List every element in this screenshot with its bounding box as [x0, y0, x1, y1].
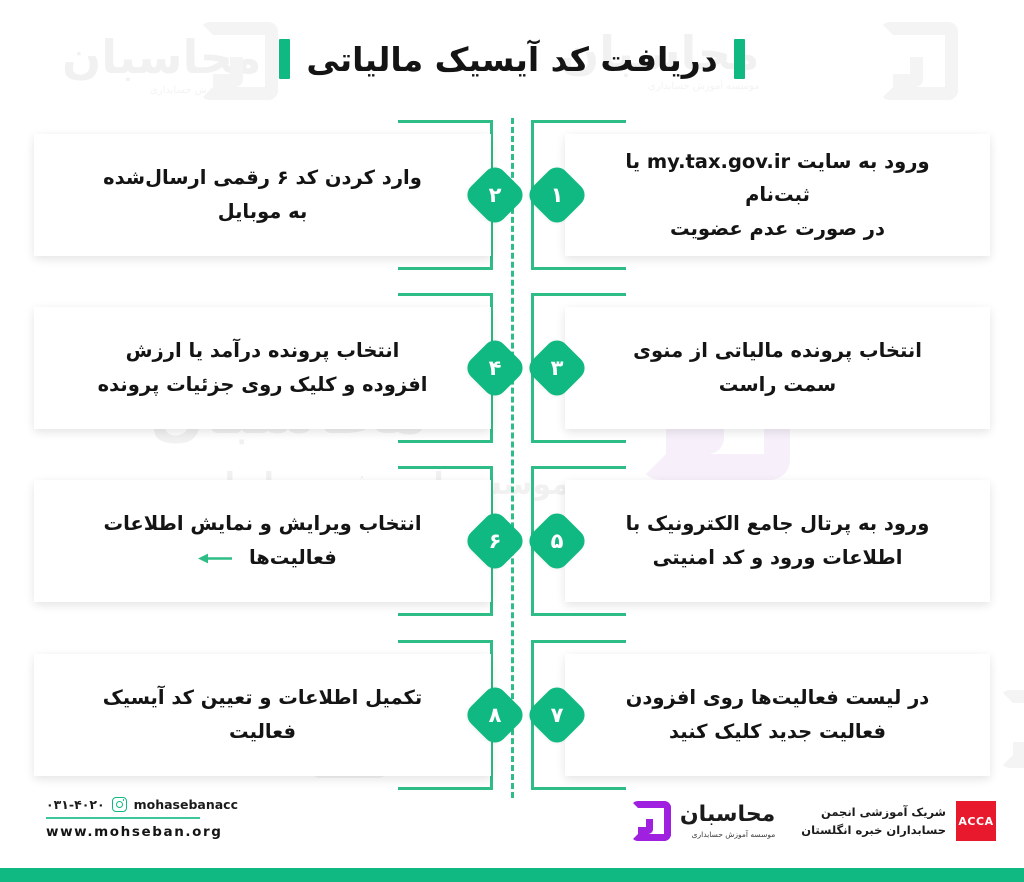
step-text-line-1: انتخاب پرونده درآمد یا ارزش	[125, 339, 400, 363]
step-card-1[interactable]: ورود به سایت my.tax.gov.ir یا ثبت‌نام در…	[565, 134, 990, 256]
step-card-text: انتخاب ویرایش و نمایش اطلاعات فعالیت‌ها	[103, 507, 421, 575]
step-text-line-2: فعالیت	[228, 720, 297, 743]
step-card-6[interactable]: انتخاب ویرایش و نمایش اطلاعات فعالیت‌ها	[34, 480, 491, 602]
step-number: ۷	[550, 702, 564, 727]
step-text-line-1: در لیست فعالیت‌ها روی افزودن	[625, 686, 930, 710]
acca-logo-icon: ACCA	[956, 801, 996, 841]
step-row: ورود به پرتال جامع الکترونیک با اطلاعات …	[0, 466, 1024, 616]
mohaseban-brand-name: محاسبان	[679, 801, 776, 827]
step-number: ۳	[550, 355, 564, 380]
step-badge-8: ۸	[462, 682, 528, 748]
step-card-8[interactable]: تکمیل اطلاعات و تعیین کد آیسیک فعالیت	[34, 654, 491, 776]
step-badge-3: ۳	[524, 335, 590, 401]
mohaseban-brand-subtitle: موسسه آموزش حسابداری	[691, 829, 776, 839]
step-text-line-1-pre: ورود به سایت	[790, 149, 930, 173]
page-footer: ۰۳۱-۴۰۲۰ mohasebanacc www.mohseban.org A…	[0, 795, 1024, 861]
acca-caption-line-1: شریک آموزشی انجمن	[820, 804, 946, 819]
step-card-text: در لیست فعالیت‌ها روی افزودن فعالیت جدید…	[626, 681, 930, 748]
footer-logos: ACCA شریک آموزشی انجمن حسابداران خبره ان…	[630, 801, 996, 841]
step-row: ورود به سایت my.tax.gov.ir یا ثبت‌نام در…	[0, 120, 1024, 270]
step-text-line-2: در صورت عدم عضویت	[669, 216, 886, 240]
step-card-7[interactable]: در لیست فعالیت‌ها روی افزودن فعالیت جدید…	[565, 654, 990, 776]
instagram-icon[interactable]	[111, 797, 127, 812]
step-number: ۸	[488, 702, 502, 727]
step-badge-2: ۲	[462, 162, 528, 228]
step-text-line-1-post: یا ثبت‌نام	[625, 149, 810, 207]
acca-logo-text: ACCA	[958, 814, 994, 828]
footer-instagram-handle[interactable]: mohasebanacc	[133, 797, 238, 812]
step-text-line-2: سمت راست	[718, 373, 837, 396]
step-number: ۶	[488, 528, 502, 553]
step-card-text: ورود به پرتال جامع الکترونیک با اطلاعات …	[626, 507, 930, 574]
footer-website[interactable]: www.mohseban.org	[46, 823, 223, 840]
step-text-line-2: به موبایل	[217, 200, 308, 223]
bottom-accent-bar	[0, 868, 1024, 882]
arrow-left-icon	[198, 541, 233, 575]
step-card-text: تکمیل اطلاعات و تعیین کد آیسیک فعالیت	[103, 681, 422, 748]
vertical-bar-icon	[733, 39, 745, 79]
step-text-line-1: وارد کردن کد ۶ رقمی ارسال‌شده	[103, 166, 422, 190]
step-row: انتخاب پرونده مالیاتی از منوی سمت راست ۳…	[0, 293, 1024, 443]
step-text-line-1: انتخاب ویرایش و نمایش اطلاعات	[103, 512, 422, 536]
center-dashed-connector	[511, 118, 514, 798]
step-badge-6: ۶	[462, 508, 528, 574]
step-card-text: وارد کردن کد ۶ رقمی ارسال‌شده به موبایل	[103, 161, 422, 228]
step-card-text: انتخاب پرونده مالیاتی از منوی سمت راست	[633, 334, 922, 401]
step-badge-4: ۴	[462, 335, 528, 401]
mohaseban-cube-logo	[630, 801, 671, 841]
step-number: ۴	[488, 355, 502, 380]
step-number: ۵	[550, 528, 564, 553]
acca-caption-line-2: حسابداران خبره انگلستان	[801, 823, 946, 837]
page-header: دریافت کد آیسیک مالیاتی	[0, 24, 1024, 94]
step-card-2[interactable]: وارد کردن کد ۶ رقمی ارسال‌شده به موبایل	[34, 134, 491, 256]
step-number: ۱	[550, 182, 564, 207]
step-card-text: ورود به سایت my.tax.gov.ir یا ثبت‌نام در…	[591, 145, 964, 246]
vertical-bar-icon	[279, 39, 291, 79]
step-text-line-2: فعالیت‌ها	[248, 545, 337, 569]
step-text-line-2: افزوده و کلیک روی جزئیات پرونده	[97, 373, 428, 396]
step-text-line-1: تکمیل اطلاعات و تعیین کد آیسیک	[102, 686, 423, 710]
step-text-line-2: اطلاعات ورود و کد امنیتی	[652, 546, 903, 569]
step-text-line-2: فعالیت جدید کلیک کنید	[668, 720, 887, 743]
step-text-url: my.tax.gov.ir	[646, 149, 791, 173]
footer-phone: ۰۳۱-۴۰۲۰	[46, 797, 105, 812]
step-card-5[interactable]: ورود به پرتال جامع الکترونیک با اطلاعات …	[565, 480, 990, 602]
footer-divider	[46, 817, 200, 819]
step-card-3[interactable]: انتخاب پرونده مالیاتی از منوی سمت راست	[565, 307, 990, 429]
step-badge-7: ۷	[524, 682, 590, 748]
step-badge-1: ۱	[524, 162, 590, 228]
footer-contact-row: ۰۳۱-۴۰۲۰ mohasebanacc	[46, 797, 238, 812]
step-text-line-1: انتخاب پرونده مالیاتی از منوی	[633, 339, 922, 363]
step-badge-5: ۵	[524, 508, 590, 574]
footer-contact: ۰۳۱-۴۰۲۰ mohasebanacc www.mohseban.org	[46, 797, 238, 840]
mohaseban-brand-text: محاسبان موسسه آموزش حسابداری	[679, 801, 776, 839]
step-number: ۲	[488, 182, 502, 207]
step-card-4[interactable]: انتخاب پرونده درآمد یا ارزش افزوده و کلی…	[34, 307, 491, 429]
mohaseban-brand-block: محاسبان موسسه آموزش حسابداری	[630, 801, 776, 841]
step-card-text: انتخاب پرونده درآمد یا ارزش افزوده و کلی…	[98, 334, 428, 401]
acca-partner-block: ACCA شریک آموزشی انجمن حسابداران خبره ان…	[801, 801, 996, 841]
acca-caption: شریک آموزشی انجمن حسابداران خبره انگلستا…	[801, 803, 946, 840]
page-title: دریافت کد آیسیک مالیاتی	[306, 39, 718, 79]
step-row: در لیست فعالیت‌ها روی افزودن فعالیت جدید…	[0, 640, 1024, 790]
step-text-line-1: ورود به پرتال جامع الکترونیک با	[625, 512, 930, 536]
